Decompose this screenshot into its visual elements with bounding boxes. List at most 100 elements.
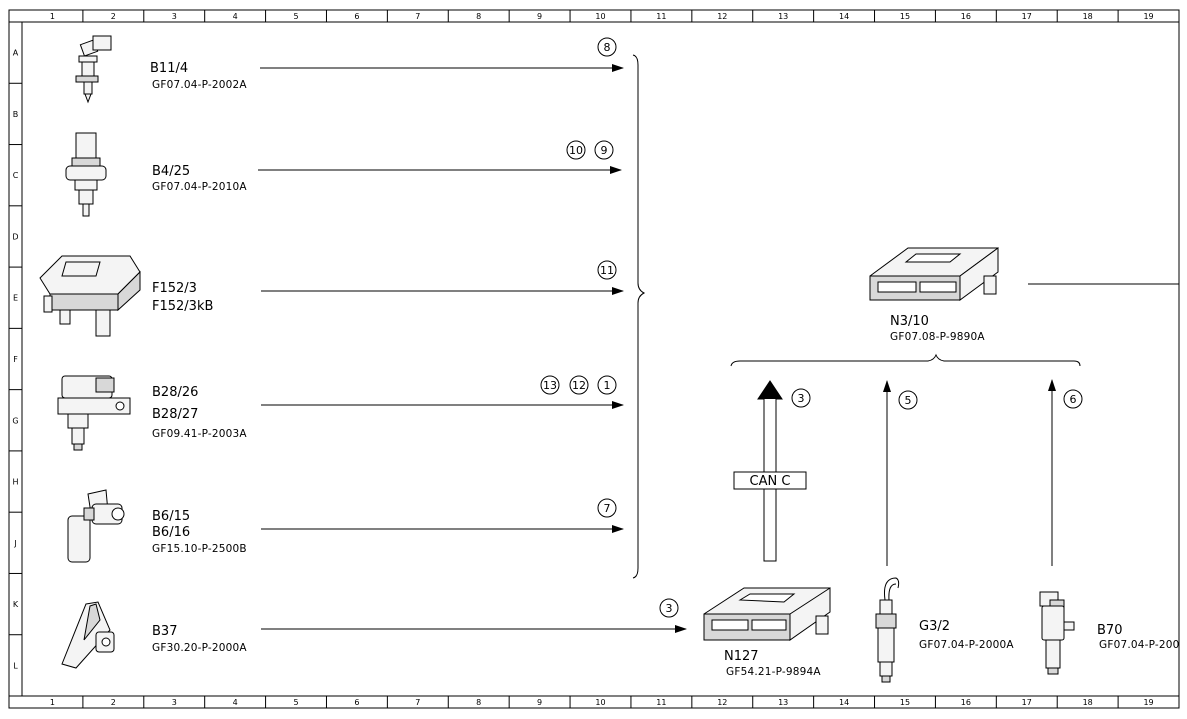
diagram-frame: [8, 9, 1180, 709]
callout-badge: 9: [594, 140, 614, 160]
b70-label: B70: [1097, 623, 1122, 638]
column-index-label: 4: [233, 698, 238, 707]
column-index-label: 1: [50, 12, 55, 21]
column-index-label: 12: [717, 698, 727, 707]
control-unit-icon: [703, 587, 831, 641]
n127-label: N127: [724, 649, 759, 664]
column-index-label: 8: [476, 698, 481, 707]
svg-text:6: 6: [1070, 393, 1077, 406]
callout-badge: 10: [566, 140, 586, 160]
row-index-label: J: [13, 539, 16, 548]
b4-25-label: B4/25: [152, 164, 190, 179]
b6-16-label: B6/16: [152, 525, 190, 540]
column-index-label: 11: [656, 698, 666, 707]
f152-3-label: F152/3: [152, 281, 197, 296]
pressure-sensor-icon: [65, 132, 107, 217]
callout-badge: 12: [569, 375, 589, 395]
row-index-label: E: [13, 294, 18, 303]
n3-10-ref: GF07.08-P-9890A: [890, 331, 985, 343]
svg-text:3: 3: [666, 602, 673, 615]
camshaft-sensor-icon: [67, 489, 125, 563]
column-index-label: 12: [717, 12, 727, 21]
column-index-label: 2: [111, 12, 116, 21]
column-index-label: 18: [1083, 698, 1093, 707]
svg-text:13: 13: [543, 379, 557, 392]
callout-badge: 3: [791, 388, 811, 408]
callout-badge: 1: [597, 375, 617, 395]
column-index-label: 13: [778, 698, 788, 707]
input-row-b6: B6/15 B6/16 GF15.10-P-2500B 7: [67, 489, 624, 563]
b28-27-label: B28/27: [152, 407, 198, 422]
column-index-label: 7: [415, 12, 420, 21]
column-index-label: 16: [961, 12, 971, 21]
input-row-f152-3: F152/3 F152/3kB 11: [39, 255, 624, 337]
n127-control-unit: N127 GF54.21-P-9894A: [703, 587, 831, 678]
column-index-label: 15: [900, 12, 910, 21]
input-bracket: [632, 54, 646, 579]
fuse-box-icon: [39, 255, 141, 337]
n127-ref: GF54.21-P-9894A: [726, 666, 821, 678]
input-row-b4-25: B4/25 GF07.04-P-2010A 10 9: [65, 132, 622, 217]
callout-badge: 5: [898, 390, 918, 410]
column-index-label: 17: [1022, 698, 1032, 707]
column-index-label: 3: [172, 12, 177, 21]
column-index-label: 3: [172, 698, 177, 707]
g3-2-ref: GF07.04-P-2000A: [919, 639, 1014, 651]
b70-ref: GF07.04-P-200: [1099, 639, 1180, 651]
b70-crankshaft-sensor: 6 B70 GF07.04-P-200: [1039, 379, 1180, 675]
row-index-label: C: [13, 171, 19, 180]
column-index-label: 19: [1143, 12, 1153, 21]
accelerator-pedal-sensor-icon: [61, 601, 115, 669]
callout-badge: 6: [1063, 389, 1083, 409]
column-index-label: 13: [778, 12, 788, 21]
input-row-b28: B28/26 B28/27 GF09.41-P-2003A 13 12 1: [57, 375, 624, 451]
column-index-label: 15: [900, 698, 910, 707]
callout-badge: 7: [597, 498, 617, 518]
column-index-label: 5: [293, 12, 298, 21]
column-index-label: 7: [415, 698, 420, 707]
column-index-label: 10: [595, 12, 605, 21]
row-index-label: D: [12, 232, 18, 241]
boost-pressure-sensor-icon: [57, 375, 131, 451]
control-unit-icon: [869, 247, 999, 301]
f152-3kb-label: F152/3kB: [152, 299, 213, 314]
column-index-label: 4: [233, 12, 238, 21]
b11-4-label: B11/4: [150, 61, 188, 76]
g3-2-oxygen-sensor: 5 G3/2 GF07.04-P-2000A: [875, 380, 1014, 683]
column-index-label: 19: [1143, 698, 1153, 707]
svg-text:7: 7: [604, 502, 611, 515]
column-index-label: 17: [1022, 12, 1032, 21]
column-index-label: 9: [537, 698, 542, 707]
row-index-label: K: [13, 600, 19, 609]
callout-badge: 11: [597, 260, 617, 280]
row-index-label: F: [13, 355, 18, 364]
b11-4-ref: GF07.04-P-2002A: [152, 79, 247, 91]
column-index-label: 1: [50, 698, 55, 707]
callout-badge: 3: [659, 598, 679, 618]
column-index-label: 14: [839, 12, 849, 21]
g3-2-label: G3/2: [919, 619, 950, 634]
n3-10-label: N3/10: [890, 314, 929, 329]
input-row-b37: B37 GF30.20-P-2000A 3: [61, 598, 687, 669]
row-index-label: L: [13, 661, 18, 670]
can-c-label: CAN C: [750, 474, 791, 489]
svg-text:8: 8: [604, 41, 611, 54]
svg-text:3: 3: [798, 392, 805, 405]
b4-25-ref: GF07.04-P-2010A: [152, 181, 247, 193]
svg-text:5: 5: [905, 394, 912, 407]
column-index-label: 8: [476, 12, 481, 21]
column-index-label: 9: [537, 12, 542, 21]
n3-10-control-unit: N3/10 GF07.08-P-9890A: [869, 247, 1179, 343]
b6-15-label: B6/15: [152, 509, 190, 524]
crankshaft-sensor-icon: [1039, 591, 1075, 675]
column-index-label: 6: [354, 698, 359, 707]
callout-badge: 8: [597, 37, 617, 57]
callout-badge: 13: [540, 375, 560, 395]
column-index-label: 18: [1083, 12, 1093, 21]
can-c-bus-arrow: CAN C 3: [733, 380, 811, 562]
svg-text:11: 11: [600, 264, 614, 277]
